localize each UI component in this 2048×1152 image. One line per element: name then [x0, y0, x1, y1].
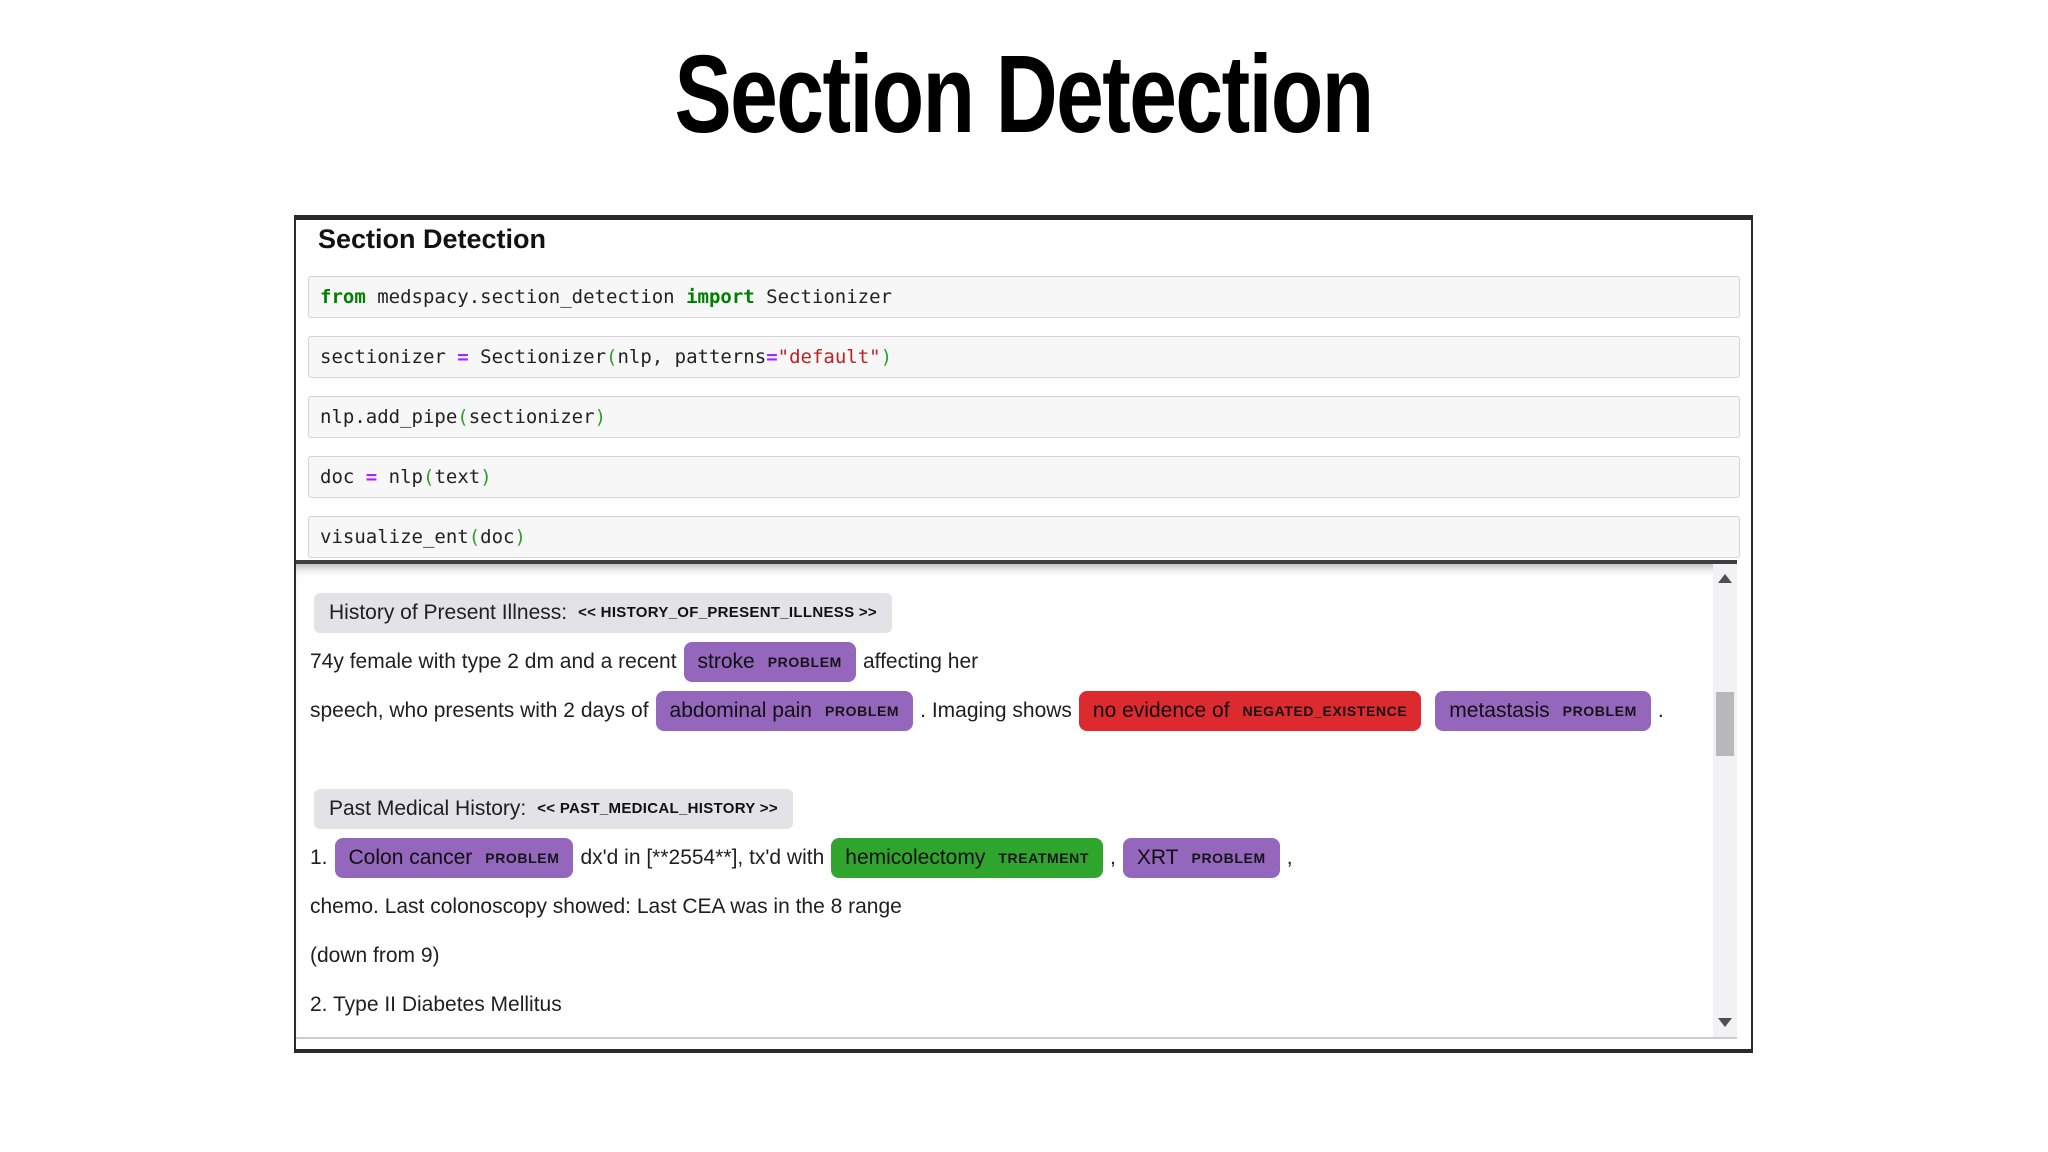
code-token: visualize_ent — [320, 526, 469, 548]
code-token: ) — [480, 466, 492, 488]
section-text: Past Medical History: — [329, 796, 527, 820]
entity-text: hemicolectomy — [845, 845, 986, 869]
code-token: from — [320, 286, 366, 308]
code-token: import — [686, 286, 755, 308]
entity-label: PROBLEM — [1562, 702, 1637, 719]
entity-text: no evidence of — [1092, 698, 1230, 722]
output-row: 2. Type II Diabetes Mellitus — [310, 980, 1713, 1029]
code-token: nlp, patterns — [617, 346, 767, 368]
code-cell[interactable]: from medspacy.section_detection import S… — [308, 276, 1740, 318]
code-token: ( — [468, 526, 481, 548]
scrollbar-thumb[interactable] — [1716, 692, 1734, 756]
output-text: . Imaging shows — [920, 698, 1072, 722]
code-token: ) — [880, 346, 893, 368]
code-token: doc — [320, 466, 366, 488]
output-text: 74y female with type 2 dm and a recent — [310, 649, 677, 673]
code-cell[interactable]: nlp.add_pipe(sectionizer) — [308, 396, 1740, 438]
entity-label: PROBLEM — [485, 849, 560, 866]
entity-label: PROBLEM — [1191, 849, 1266, 866]
notebook-panel: Section Detection from medspacy.section_… — [294, 215, 1753, 1053]
output-row: History of Present Illness: << HISTORY_OF… — [310, 588, 1713, 637]
entity-text: stroke — [697, 649, 755, 673]
output-text: dx'd in [**2554**], tx'd with — [580, 845, 825, 869]
code-token: ( — [457, 406, 469, 428]
code-token: text — [434, 466, 481, 488]
code-cell[interactable]: doc = nlp(text) — [308, 456, 1740, 498]
code-token: "default" — [777, 346, 881, 368]
entity-text: Colon cancer — [348, 845, 473, 869]
panel-heading: Section Detection — [318, 224, 547, 254]
entity-label: PROBLEM — [824, 702, 900, 719]
code-token: doc — [480, 526, 515, 548]
output-text: . — [1657, 698, 1664, 722]
section-badge: Past Medical History: << PAST_MEDICAL_HIS… — [314, 788, 793, 829]
entity-badge: abdominal pain PROBLEM — [655, 690, 914, 731]
code-token: = — [457, 346, 469, 368]
code-token: Sectionizer — [468, 346, 607, 368]
output-text: , — [1110, 845, 1116, 869]
entity-badge: metastasis PROBLEM — [1435, 690, 1651, 731]
section-label: << HISTORY_OF_PRESENT_ILLNESS >> — [578, 604, 877, 621]
section-badge: History of Present Illness: << HISTORY_OF… — [314, 592, 892, 633]
scrollbar-track[interactable] — [1713, 564, 1737, 1037]
ner-output-rows: History of Present Illness: << HISTORY_OF… — [296, 564, 1713, 1035]
output-text: chemo. Last colonoscopy showed: Last CEA… — [310, 894, 902, 918]
output-text: affecting her — [862, 649, 979, 673]
output-row: 1. Colon cancer PROBLEM dx'd in [**2554**],… — [310, 833, 1713, 882]
entity-text: metastasis — [1449, 698, 1550, 722]
entity-badge: hemicolectomy TREATMENT — [831, 837, 1104, 878]
scroll-up-icon[interactable] — [1718, 574, 1732, 583]
entity-label: NEGATED_EXISTENCE — [1242, 702, 1408, 719]
output-text: (down from 9) — [310, 943, 440, 967]
entity-badge: Colon cancer PROBLEM — [334, 837, 574, 878]
code-token: nlp — [377, 466, 423, 488]
section-label: << PAST_MEDICAL_HISTORY >> — [537, 800, 778, 817]
entity-label: TREATMENT — [998, 849, 1090, 866]
code-token: ) — [594, 406, 607, 428]
ner-output-area: History of Present Illness: << HISTORY_OF… — [296, 560, 1737, 1039]
code-token: ) — [514, 526, 526, 548]
output-text: speech, who presents with 2 days of — [310, 698, 649, 722]
output-row: chemo. Last colonoscopy showed: Last CEA… — [310, 882, 1713, 931]
code-token: Sectionizer — [754, 286, 892, 308]
code-token: nlp.add_pipe — [320, 406, 458, 428]
code-token: = — [766, 346, 778, 368]
code-token: ( — [422, 466, 435, 488]
entity-badge: no evidence of NEGATED_EXISTENCE — [1078, 690, 1422, 731]
code-cell[interactable]: sectionizer = Sectionizer(nlp, patterns=… — [308, 336, 1740, 378]
code-token: sectionizer — [468, 406, 595, 428]
output-row: Past Medical History: << PAST_MEDICAL_HIS… — [310, 784, 1713, 833]
output-row — [310, 735, 1713, 784]
entity-badge: stroke PROBLEM — [683, 641, 856, 682]
page-title: Section Detection — [674, 33, 1375, 156]
scroll-down-icon[interactable] — [1718, 1018, 1732, 1027]
entity-text: abdominal pain — [669, 698, 812, 722]
entity-badge: XRT PROBLEM — [1122, 837, 1280, 878]
entity-text: XRT — [1136, 845, 1179, 869]
section-text: History of Present Illness: — [329, 600, 568, 624]
entity-label: PROBLEM — [767, 653, 842, 670]
code-token: ( — [606, 346, 618, 368]
code-cell[interactable]: visualize_ent(doc) — [308, 516, 1740, 558]
code-token: medspacy.section_detection — [365, 286, 687, 308]
code-token: sectionizer — [320, 346, 458, 368]
code-token: = — [365, 466, 378, 488]
output-text: 2. Type II Diabetes Mellitus — [310, 992, 562, 1016]
output-row: (down from 9) — [310, 931, 1713, 980]
output-text: , — [1286, 845, 1293, 869]
output-text: 1. — [310, 845, 328, 869]
